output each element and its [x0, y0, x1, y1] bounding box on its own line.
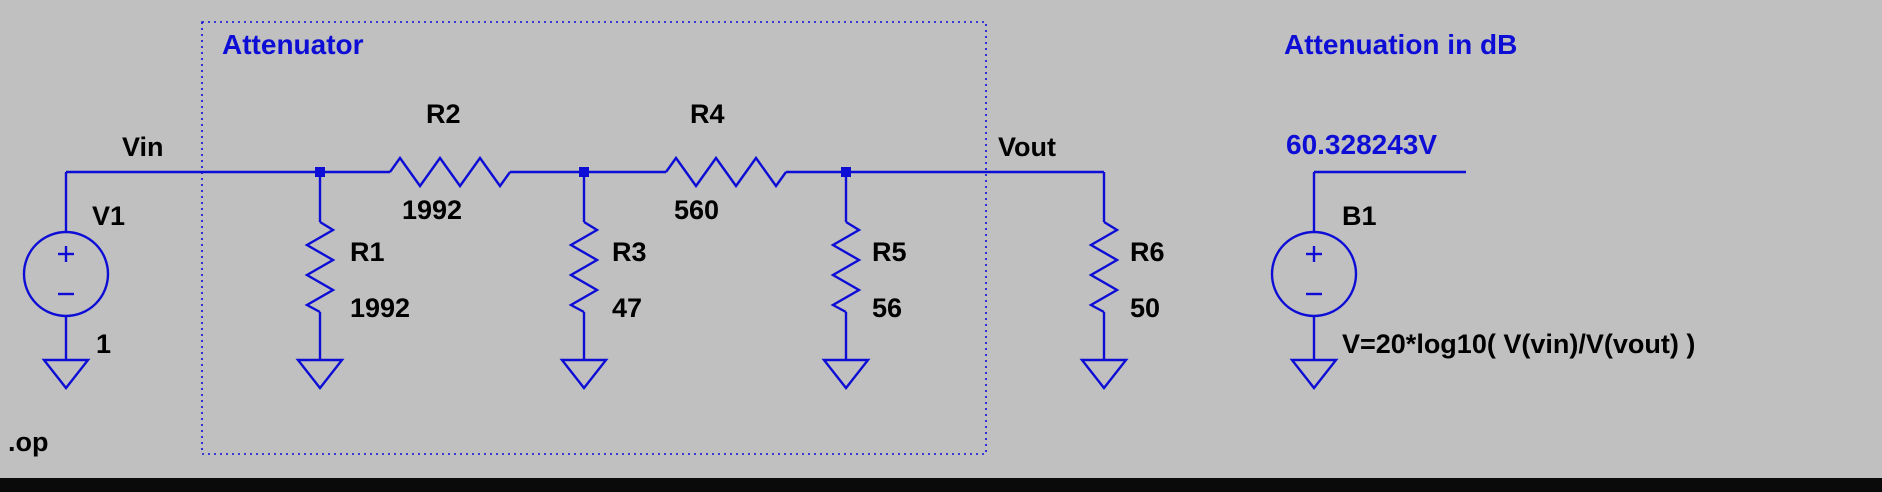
wire-b1-leads[interactable]: [1312, 170, 1466, 360]
component-r2-name[interactable]: R2: [426, 99, 461, 129]
component-v1-value[interactable]: 1: [96, 329, 112, 359]
comment-attenuator-title[interactable]: Attenuator: [222, 29, 364, 60]
component-r2-value[interactable]: 1992: [402, 195, 463, 225]
resistor-r2-symbol[interactable]: [389, 155, 511, 189]
junction-node-1: [315, 167, 325, 177]
component-r3-name[interactable]: R3: [612, 237, 647, 267]
ground-icon[interactable]: [1289, 358, 1339, 390]
ground-icon[interactable]: [295, 358, 345, 390]
component-r5-value[interactable]: 56: [872, 293, 903, 323]
ground-icon[interactable]: [1079, 358, 1129, 390]
component-r6-name[interactable]: R6: [1130, 237, 1165, 267]
ground-icon[interactable]: [559, 358, 609, 390]
component-r6-value[interactable]: 50: [1130, 293, 1161, 323]
voltage-source-v1-symbol[interactable]: [22, 230, 110, 318]
component-r4-name[interactable]: R4: [690, 99, 725, 129]
behavioral-source-b1-symbol[interactable]: [1270, 230, 1358, 318]
component-r3-value[interactable]: 47: [612, 293, 643, 323]
op-result-value[interactable]: 60.328243V: [1286, 129, 1438, 160]
attenuator-comment-box: [201, 21, 987, 455]
resistor-r4-symbol[interactable]: [665, 155, 787, 189]
ground-icon[interactable]: [821, 358, 871, 390]
component-r5-name[interactable]: R5: [872, 237, 907, 267]
resistor-r6-symbol[interactable]: [1088, 220, 1120, 314]
resistor-r3-symbol[interactable]: [568, 220, 600, 314]
net-label-vout[interactable]: Vout: [998, 132, 1056, 162]
resistor-r5-symbol[interactable]: [830, 220, 862, 314]
junction-node-3: [841, 167, 851, 177]
spice-directive-op[interactable]: .op: [8, 427, 49, 457]
resistor-r1-symbol[interactable]: [304, 220, 336, 314]
taskbar-edge: [0, 478, 1882, 492]
ground-icon[interactable]: [41, 358, 91, 390]
wire-net-vin[interactable]: [64, 170, 390, 232]
component-v1-name[interactable]: V1: [92, 201, 126, 231]
component-r4-value[interactable]: 560: [674, 195, 720, 225]
component-r1-name[interactable]: R1: [350, 237, 385, 267]
component-b1-value[interactable]: V=20*log10( V(vin)/V(vout) ): [1342, 329, 1696, 359]
comment-attenuation-title[interactable]: Attenuation in dB: [1284, 29, 1518, 60]
component-r1-value[interactable]: 1992: [350, 293, 411, 323]
component-b1-name[interactable]: B1: [1342, 201, 1377, 231]
net-label-vin[interactable]: Vin: [122, 132, 164, 162]
junction-node-2: [579, 167, 589, 177]
